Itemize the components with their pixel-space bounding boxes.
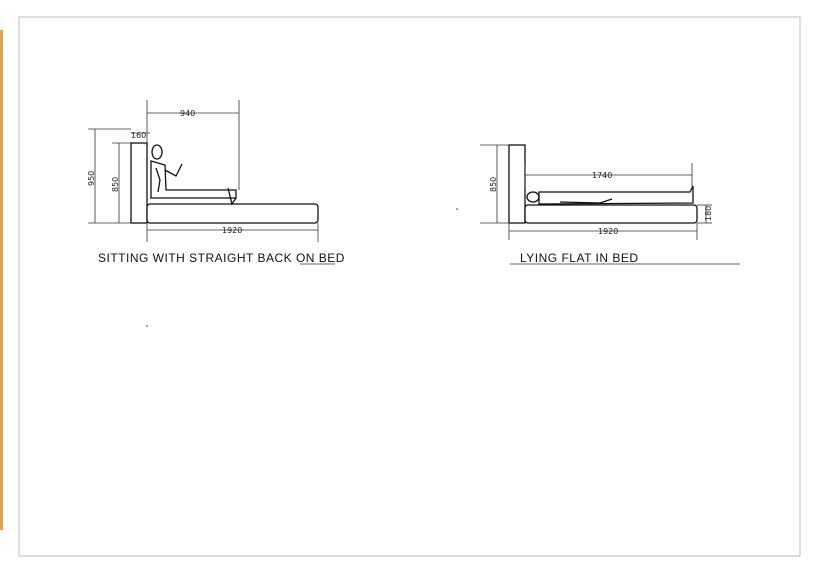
lying-caption: LYING FLAT IN BED — [520, 251, 639, 265]
lying-figure — [526, 185, 694, 205]
dim-head-offset: 160 — [131, 131, 146, 140]
dim-head-height: 850 — [111, 177, 120, 192]
sitting-caption: SITTING WITH STRAIGHT BACK ON BED — [98, 251, 345, 265]
stray-dot — [456, 208, 458, 210]
sheet-border — [18, 16, 801, 557]
lying-headboard — [508, 144, 526, 224]
left-edge-strip — [0, 30, 3, 530]
dim-total-height: 950 — [87, 171, 96, 186]
dim-head-height-lying: 850 — [489, 177, 498, 192]
sitting-headboard — [130, 142, 148, 224]
lying-drawing: 1740 850 180 1920 LYING FLAT IN BED — [480, 144, 740, 265]
dim-bed-length-sitting: 1920 — [222, 226, 242, 235]
sitting-drawing: 940 160 950 850 1920 SITTING WITH STRAIG… — [87, 100, 345, 265]
dim-bed-height: 180 — [704, 206, 713, 221]
sitting-figure — [150, 144, 237, 206]
dim-bed-length-lying: 1920 — [598, 227, 618, 236]
dim-body-length: 1740 — [592, 171, 612, 180]
stray-dot — [146, 325, 148, 327]
dim-top-width: 940 — [180, 109, 195, 118]
lying-mattress — [524, 204, 698, 224]
sitting-mattress — [146, 203, 319, 224]
